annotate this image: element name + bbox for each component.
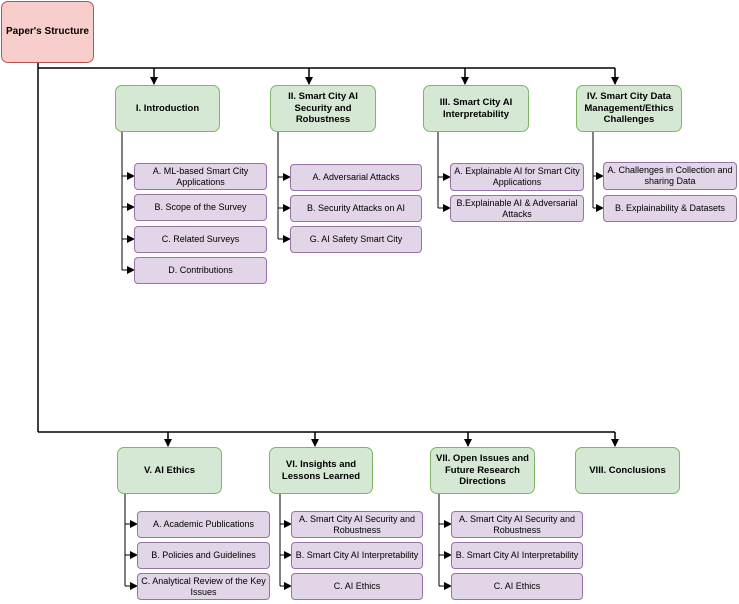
section-open-issues: VII. Open Issues and Future Research Dir…: [430, 447, 535, 494]
intro-item-related-surveys: C. Related Surveys: [134, 226, 267, 253]
open-issues-item-ethics: C. AI Ethics: [451, 573, 583, 600]
section-security-robustness: II. Smart City AI Security and Robustnes…: [270, 85, 376, 132]
security-item-adversarial: A. Adversarial Attacks: [290, 164, 422, 191]
open-issues-item-interpretability: B. Smart City AI Interpretability: [451, 542, 583, 569]
insights-item-security: A. Smart City AI Security and Robustness: [291, 511, 423, 538]
ethics-item-publications: A. Academic Publications: [137, 511, 270, 538]
ethics-item-policies: B. Policies and Guidelines: [137, 542, 270, 569]
data-item-explainability: B. Explainability & Datasets: [603, 195, 737, 222]
section-ai-ethics: V. AI Ethics: [117, 447, 222, 494]
intro-item-ml-applications: A. ML-based Smart City Applications: [134, 163, 267, 190]
intro-item-scope: B. Scope of the Survey: [134, 194, 267, 221]
section-interpretability: III. Smart City AI Interpretability: [423, 85, 529, 132]
insights-item-interpretability: B. Smart City AI Interpretability: [291, 542, 423, 569]
section-data-management: IV. Smart City Data Management/Ethics Ch…: [576, 85, 682, 132]
section-conclusions: VIII. Conclusions: [575, 447, 680, 494]
section-insights: VI. Insights and Lessons Learned: [269, 447, 373, 494]
interpretability-item-xai-adversarial: B.Explainable AI & Adversarial Attacks: [450, 195, 584, 222]
security-item-attacks-on-ai: B. Security Attacks on AI: [290, 195, 422, 222]
open-issues-item-security: A. Smart City AI Security and Robustness: [451, 511, 583, 538]
intro-item-contributions: D. Contributions: [134, 257, 267, 284]
ethics-item-analytical-review: C. Analytical Review of the Key Issues: [137, 573, 270, 600]
data-item-challenges: A. Challenges in Collection and sharing …: [603, 162, 737, 190]
insights-item-ethics: C. AI Ethics: [291, 573, 423, 600]
security-item-ai-safety: G. AI Safety Smart City: [290, 226, 422, 253]
root-node: Paper's Structure: [1, 1, 94, 63]
interpretability-item-xai-apps: A. Explainable AI for Smart City Applica…: [450, 163, 584, 191]
section-introduction: I. Introduction: [115, 85, 220, 132]
